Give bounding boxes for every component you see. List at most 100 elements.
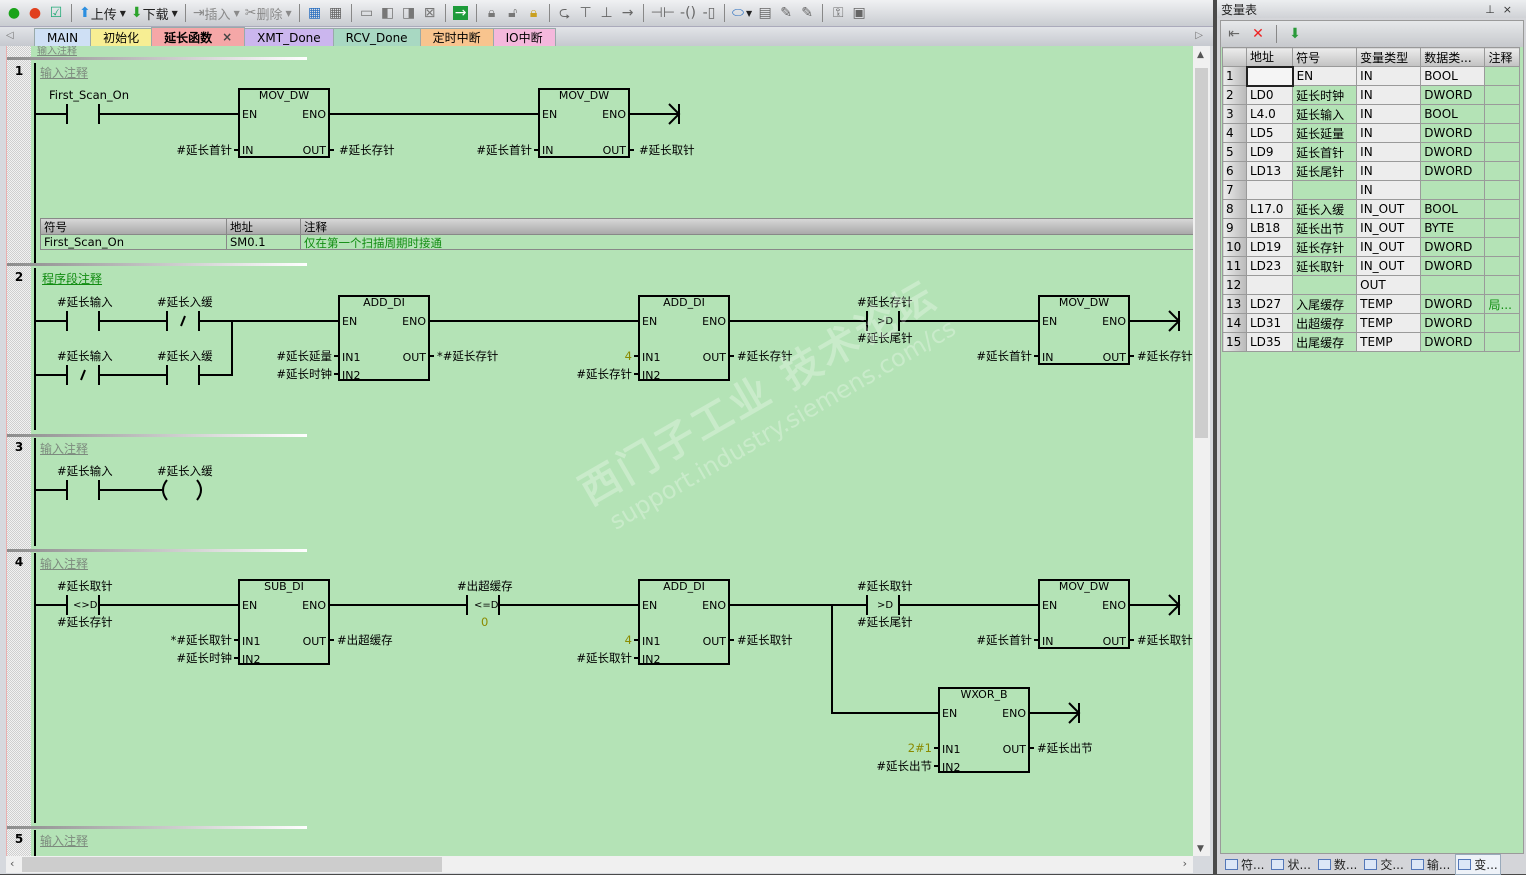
sub-di-box[interactable]: SUB_DI EN ENO IN1 OUT IN2 — [238, 579, 330, 666]
cell-sym[interactable]: 延长时钟 — [1292, 85, 1358, 105]
cell-cmt[interactable]: 局... — [1484, 294, 1520, 314]
cell-addr[interactable]: LD35 — [1245, 332, 1294, 352]
cell-addr[interactable] — [1245, 65, 1294, 87]
tab-close-icon[interactable]: × — [222, 30, 233, 44]
cell-cmt[interactable] — [1484, 142, 1520, 162]
cell-cmt[interactable] — [1484, 85, 1520, 105]
cell-addr[interactable]: L4.0 — [1245, 104, 1294, 124]
cell-dtype[interactable]: BOOL — [1420, 199, 1486, 219]
network-view2-button[interactable]: ▦ — [327, 3, 345, 23]
tab-4[interactable]: XMT_Done — [244, 28, 334, 46]
cell-vtype[interactable]: IN_OUT — [1356, 199, 1422, 219]
insert-coil-button[interactable]: -() — [679, 3, 697, 23]
cell-sym[interactable] — [1292, 275, 1358, 295]
tab-5[interactable]: RCV_Done — [332, 28, 421, 46]
cell-sym[interactable]: 延长出节 — [1292, 218, 1358, 238]
cell-vtype[interactable]: IN — [1356, 123, 1422, 143]
cell-vtype[interactable]: TEMP — [1356, 294, 1422, 314]
cell-dtype[interactable]: DWORD — [1420, 85, 1486, 105]
wxor-b-box[interactable]: WXOR_B EN ENO IN1 OUT IN2 — [938, 687, 1030, 774]
line-right-button[interactable]: → — [619, 3, 637, 23]
insert-contact-button[interactable]: ⊣⊢ — [650, 3, 676, 23]
cell-vtype[interactable]: IN — [1356, 85, 1422, 105]
cell-sym[interactable] — [1292, 180, 1358, 200]
tab-3[interactable]: 延长函数× — [151, 27, 246, 46]
cell-vtype[interactable]: IN — [1356, 142, 1422, 162]
cell-sym[interactable]: 延长入缓 — [1292, 199, 1358, 219]
add-di-box[interactable]: ADD_DI EN ENO IN1 OUT IN2 — [338, 295, 430, 382]
panel-tab-4[interactable]: 交... — [1362, 855, 1405, 874]
scroll-up-icon[interactable]: ▲ — [1197, 50, 1204, 60]
cell-vtype[interactable]: OUT — [1356, 275, 1422, 295]
protect-button[interactable]: ▣ — [850, 3, 868, 23]
cell-dtype[interactable]: DWORD — [1420, 313, 1486, 333]
cell-dtype[interactable]: BOOL — [1420, 66, 1486, 86]
delete-row-button[interactable]: ✕ — [1249, 24, 1267, 44]
cell-dtype[interactable]: DWORD — [1420, 332, 1486, 352]
scroll-down-icon[interactable]: ▼ — [1197, 844, 1204, 854]
cell-dtype[interactable]: DWORD — [1420, 256, 1486, 276]
cell-sym[interactable]: 延长输入 — [1292, 104, 1358, 124]
scrollbar-thumb[interactable] — [22, 857, 442, 872]
edit-contact-button[interactable]: ✎ — [798, 3, 816, 23]
cell-dtype[interactable]: DWORD — [1420, 123, 1486, 143]
cell-cmt[interactable] — [1484, 275, 1520, 295]
cell-cmt[interactable] — [1484, 161, 1520, 181]
cell-dtype[interactable]: BOOL — [1420, 104, 1486, 124]
mov-dw-box[interactable]: MOV_DW EN ENO IN OUT — [538, 88, 630, 158]
upload-button[interactable]: ⬆上传▼ — [78, 3, 127, 23]
cell-vtype[interactable]: TEMP — [1356, 313, 1422, 333]
cell-vtype[interactable]: IN_OUT — [1356, 237, 1422, 257]
column-header[interactable]: 数据类... — [1420, 47, 1486, 67]
download-button[interactable]: ⬇下载▼ — [130, 3, 179, 23]
tab-2[interactable]: 初始化 — [90, 28, 153, 46]
cell-cmt[interactable] — [1484, 180, 1520, 200]
cell-cmt[interactable] — [1484, 104, 1520, 124]
network-4-comment[interactable]: 输入注释 — [40, 557, 89, 571]
mov-dw-box[interactable]: MOV_DW EN ENO IN OUT — [1038, 579, 1130, 649]
cell-dtype[interactable]: BYTE — [1420, 218, 1486, 238]
network-view-button[interactable]: ▦ — [306, 3, 324, 23]
cell-addr[interactable]: LD5 — [1245, 123, 1294, 143]
panel-tab-1[interactable]: 符... — [1223, 855, 1266, 874]
column-header[interactable]: 注释 — [1484, 47, 1520, 67]
insert-row-button[interactable]: ⇤ — [1225, 24, 1243, 44]
horizontal-scrollbar[interactable]: ‹ › — [6, 856, 1193, 873]
cell-addr[interactable]: LD27 — [1245, 294, 1294, 314]
clear-bookmark-button[interactable]: ⊠ — [421, 3, 439, 23]
add-lock-button[interactable]: 🔒︎ — [525, 3, 543, 23]
cell-addr[interactable]: L17.0 — [1245, 199, 1294, 219]
vertical-scrollbar[interactable]: ▲ ▼ — [1193, 46, 1210, 856]
column-header[interactable]: 地址 — [1245, 47, 1294, 67]
pin-icon[interactable]: ⊥ — [1485, 2, 1503, 16]
panel-tab-3[interactable]: 数... — [1316, 855, 1359, 874]
line-up-button[interactable]: ⊥ — [598, 3, 616, 23]
insert-button[interactable]: ⇥插入▼ — [192, 3, 241, 23]
cell-addr[interactable]: LD31 — [1245, 313, 1294, 333]
network-5-comment[interactable]: 输入注释 — [40, 834, 89, 848]
column-header[interactable]: 变量类型 — [1356, 47, 1422, 67]
cell-addr[interactable]: LD13 — [1245, 161, 1294, 181]
cell-addr[interactable] — [1245, 275, 1294, 295]
symbol-table-button[interactable]: ▤ — [756, 3, 774, 23]
column-header[interactable] — [1222, 47, 1247, 67]
tab-scroll-left-icon[interactable]: ◁ — [6, 30, 14, 41]
cell-sym[interactable]: 延长首针 — [1292, 142, 1358, 162]
cell-vtype[interactable]: IN_OUT — [1356, 218, 1422, 238]
cell-cmt[interactable] — [1484, 123, 1520, 143]
cell-cmt[interactable] — [1484, 256, 1520, 276]
tab-6[interactable]: 定时中断 — [419, 28, 494, 46]
cell-cmt[interactable] — [1484, 66, 1520, 86]
cell-sym[interactable]: 延长尾针 — [1292, 161, 1358, 181]
cell-addr[interactable]: LD19 — [1245, 237, 1294, 257]
panel-tab-2[interactable]: 状... — [1269, 855, 1312, 874]
cell-sym[interactable]: 出尾缓存 — [1292, 332, 1358, 352]
